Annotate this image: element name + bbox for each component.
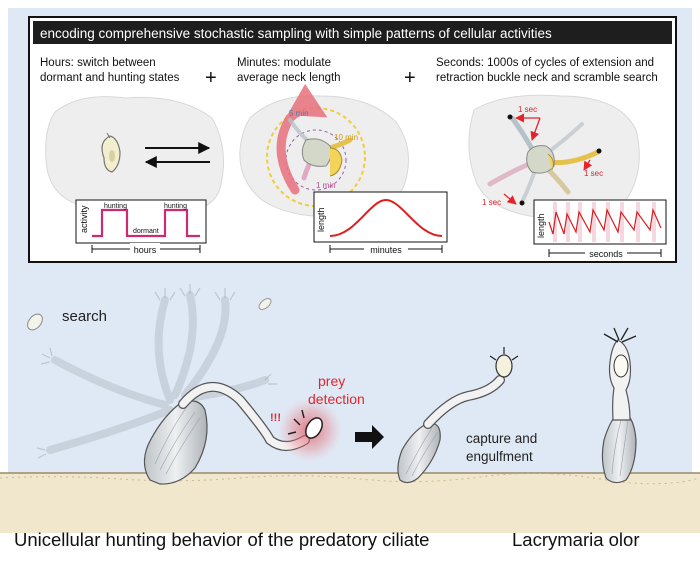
scrambling-cell-icon	[526, 145, 555, 174]
hunting-cell-body	[143, 400, 208, 485]
hours-heading-line1: Hours: switch between	[40, 57, 156, 69]
seconds-heading-line1: Seconds: 1000s of cycles of extension an…	[436, 57, 654, 69]
prey-cell-2	[258, 298, 272, 310]
range-circle-5min	[285, 129, 347, 191]
hours-axis-label: hours	[134, 245, 157, 255]
prey-detection-line2: detection	[308, 391, 365, 407]
capture-cell-body	[397, 422, 441, 484]
hunting-label-2: hunting	[164, 203, 187, 210]
ground	[0, 473, 700, 533]
activity-trace	[92, 208, 200, 238]
label-5min: 5 min	[289, 109, 309, 118]
capture-cell-neck	[424, 376, 504, 428]
seconds-axis-label: seconds	[589, 249, 623, 259]
label-1sec-left: 1 sec	[482, 198, 501, 207]
length-minutes-trace	[329, 198, 443, 237]
label-10min: 10 min	[334, 133, 358, 142]
caption-left: Unicellular hunting behavior of the pred…	[14, 529, 429, 550]
mechanism-panel: encoding comprehensive stochastic sampli…	[28, 16, 677, 263]
hunting-label-1: hunting	[104, 203, 127, 210]
activity-plot: activity hunting hunting dormant hours	[75, 199, 207, 255]
detected-prey	[305, 417, 323, 439]
activity-axis-label: activity	[79, 205, 89, 233]
length-seconds-trace	[548, 207, 662, 235]
alert-marks: !!!	[270, 412, 281, 424]
hours-cell-area: activity hunting hunting dormant hours	[45, 96, 225, 255]
caption-right: Lacrymaria olor	[512, 529, 640, 550]
minutes-heading-line2: average neck length	[237, 72, 341, 84]
plus-sign-1: +	[205, 67, 217, 89]
length-seconds-plot: length seconds	[533, 199, 667, 259]
minutes-heading-line1: Minutes: modulate	[237, 57, 331, 69]
label-1min: 1 min	[316, 181, 336, 190]
capture-line2: engulfment	[466, 449, 533, 464]
panel-title-bar	[33, 21, 672, 44]
minutes-axis-label: minutes	[370, 245, 402, 255]
engulfed-prey-inside	[613, 354, 629, 378]
capture-line1: capture and	[466, 431, 537, 446]
hunting-scene: search !!! prey detection capture and en…	[27, 284, 637, 485]
length-minutes-plot: length minutes	[313, 191, 448, 255]
seconds-length-axis-label: length	[536, 213, 546, 238]
prey-detection-line1: prey	[318, 373, 345, 389]
range-circle-10min	[266, 107, 366, 207]
minutes-length-axis-label: length	[316, 207, 326, 232]
prey-cell-1	[27, 313, 43, 331]
seconds-cell-area: 1 sec 1 sec 1 sec length seconds	[468, 94, 667, 259]
dormant-label: dormant	[133, 228, 159, 235]
cell-body-icon	[301, 138, 332, 167]
label-1sec-top: 1 sec	[518, 105, 537, 114]
engulfed-cell-body	[601, 409, 637, 484]
plus-sign-2: +	[404, 67, 416, 89]
dormant-cell-icon	[101, 132, 121, 173]
label-1sec-right: 1 sec	[584, 169, 603, 178]
minutes-cell-area: 5 min 10 min 1 min length minutes	[239, 83, 448, 255]
hours-heading-line2: dormant and hunting states	[40, 72, 180, 84]
engulfed-prey	[495, 354, 513, 378]
search-label: search	[62, 308, 107, 325]
transition-arrow	[355, 425, 384, 449]
panel-title: encoding comprehensive stochastic sampli…	[40, 26, 552, 41]
engulfed-cell-neck	[608, 339, 632, 421]
seconds-heading-line2: retraction buckle neck and scramble sear…	[436, 72, 658, 84]
